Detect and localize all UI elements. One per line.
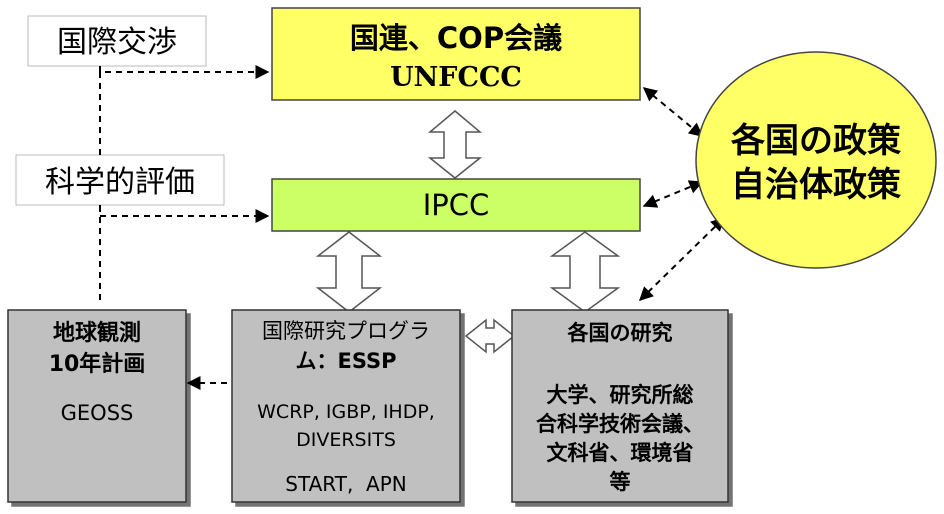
cop-box-rect <box>271 7 641 101</box>
policy-line2: 自治体政策 <box>731 165 901 205</box>
ipcc-label: IPCC <box>423 188 490 222</box>
national-line4: 文科省、環境省 <box>547 441 694 465</box>
essp-line3: WCRP, IGBP, IHDP, <box>257 401 435 423</box>
geoss-line1: 地球観測 <box>53 320 141 346</box>
essp-line2: ム：ESSP <box>295 349 396 373</box>
connector-negotiation-to-cop <box>99 65 270 79</box>
essp-line1: 国際研究プログラ <box>262 319 430 343</box>
ipcc-box: IPCC <box>271 178 641 232</box>
negotiation-label: 国際交渉 <box>57 25 177 60</box>
ipcc-box-rect <box>271 178 641 232</box>
national-box-rect <box>511 309 729 503</box>
assessment-label: 科学的評価 <box>45 165 195 200</box>
arrow-essp-national <box>464 318 516 354</box>
hollow-arrows <box>315 110 621 354</box>
arrow-ipcc-national <box>549 231 621 313</box>
geoss-line2: 10年計画 <box>49 351 146 377</box>
assessment-label-box: 科学的評価 <box>15 154 225 206</box>
connector-policy-national <box>638 217 726 301</box>
essp-box: 国際研究プログラ ム：ESSP WCRP, IGBP, IHDP, DIVERS… <box>231 309 461 503</box>
essp-box-rect <box>231 309 461 503</box>
connector-policy-cop <box>642 87 704 137</box>
policy-line1: 各国の政策 <box>731 121 901 161</box>
arrow-ipcc-essp <box>315 231 383 313</box>
national-line2: 大学、研究所総 <box>547 383 694 407</box>
essp-line5: START, APN <box>285 472 406 496</box>
policy-ellipse-shape <box>695 51 937 269</box>
geoss-box-rect <box>7 309 187 503</box>
policy-ellipse: 各国の政策 自治体政策 <box>695 51 937 269</box>
national-line3: 合科学技術会議、 <box>536 412 704 436</box>
connector-assessment-to-ipcc <box>99 205 270 223</box>
geoss-box: 地球観測 10年計画 GEOSS <box>7 309 187 503</box>
cop-line2: UNFCCC <box>390 62 522 93</box>
arrow-cop-ipcc <box>427 110 483 179</box>
national-line5: 等 <box>610 470 631 494</box>
essp-line4: DIVERSITS <box>296 429 396 451</box>
geoss-line3: GEOSS <box>61 401 134 425</box>
connector-policy-ipcc <box>642 180 704 208</box>
negotiation-label-box: 国際交渉 <box>27 15 207 67</box>
national-line1: 各国の研究 <box>567 321 673 345</box>
cop-line1: 国連、COP会議 <box>350 21 562 55</box>
national-research-box: 各国の研究 大学、研究所総 合科学技術会議、 文科省、環境省 等 <box>511 309 729 503</box>
cop-box: 国連、COP会議 UNFCCC <box>271 7 641 101</box>
